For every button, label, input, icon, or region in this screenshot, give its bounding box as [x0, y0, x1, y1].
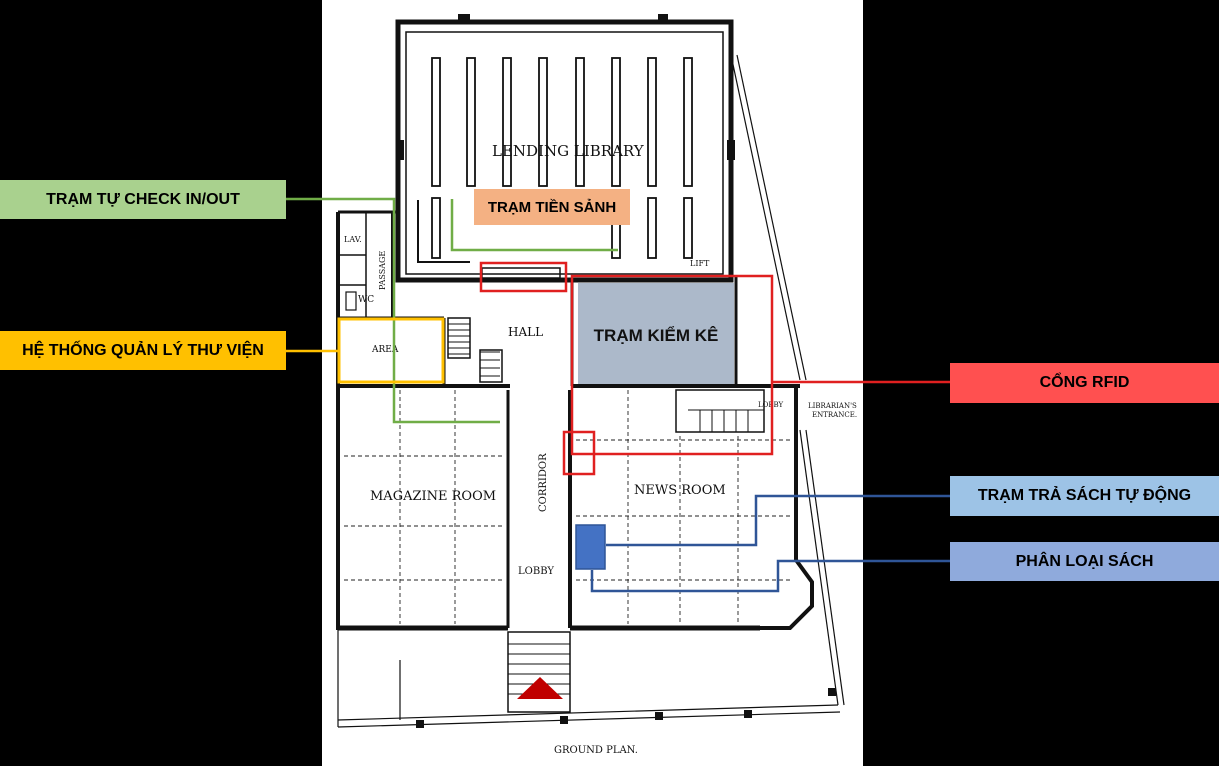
- lobby-bottom-text: LOBBY: [518, 566, 554, 577]
- lift-text: LIFT: [690, 259, 710, 268]
- lobby-station-connector: [450, 199, 618, 252]
- auto-return-connector: [606, 494, 950, 547]
- lending-library-text: LENDING LIBRARY: [492, 142, 645, 160]
- librarians-entrance-text-1: LIBRARIAN'S: [808, 402, 857, 410]
- inventory-station-box: [578, 283, 734, 384]
- checkin-connector: [286, 197, 500, 424]
- book-sorting-label: PHÂN LOẠI SÁCH: [950, 542, 1219, 581]
- entrance-arrow-icon: [517, 677, 563, 699]
- rfid-gate-box-large: [570, 274, 774, 456]
- ground-plan-text: GROUND PLAN.: [554, 745, 638, 756]
- auto-return-station-label: TRẠM TRẢ SÁCH TỰ ĐỘNG: [950, 476, 1219, 516]
- ground-floor-walls: [336, 210, 814, 713]
- book-return-box: [575, 524, 606, 570]
- area-text: AREA: [371, 345, 399, 355]
- rfid-gate-label: CỔNG RFID: [950, 363, 1219, 403]
- corridor-text: CORRIDOR: [538, 453, 549, 512]
- news-room-text: NEWS ROOM: [634, 483, 726, 498]
- hall-text: HALL: [508, 325, 543, 339]
- inventory-station-label: TRẠM KIỂM KÊ: [594, 326, 719, 345]
- ils-highlight-box: [337, 317, 445, 384]
- sorting-connector: [590, 559, 950, 593]
- checkin-station-label: TRẠM TỰ CHECK IN/OUT: [0, 180, 286, 219]
- lobby-station-label: TRẠM TIỀN SẢNH: [474, 189, 630, 225]
- library-management-system-label: HỆ THỐNG QUẢN LÝ THƯ VIỆN: [0, 331, 286, 370]
- rfid-gate-box-small: [562, 430, 596, 476]
- lav-text: LAV.: [344, 235, 362, 244]
- magazine-room-text: MAGAZINE ROOM: [370, 489, 496, 504]
- rfid-gate-box-top: [479, 261, 568, 293]
- site-boundary: [337, 54, 845, 728]
- room-ceiling-grid: [344, 390, 792, 624]
- librarians-entrance-text-2: ENTRANCE.: [812, 411, 857, 419]
- wc-text: WC: [358, 295, 374, 305]
- passage-text: PASSAGE: [378, 251, 387, 290]
